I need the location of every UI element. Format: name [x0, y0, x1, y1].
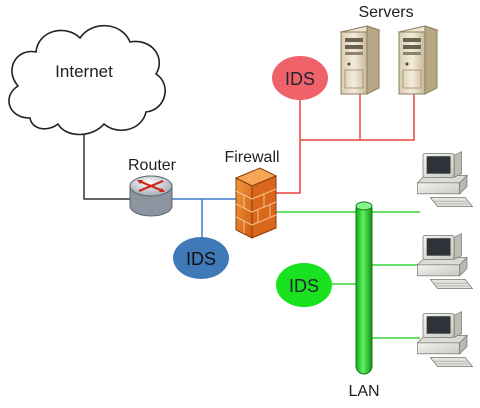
ids-sensor-red: IDS	[272, 56, 328, 100]
ids-sensor-blue: IDS	[173, 237, 229, 279]
lan-bus-icon	[355, 201, 373, 375]
lan-label: LAN	[348, 383, 379, 400]
server-tower-icon	[340, 25, 380, 95]
servers-label: Servers	[358, 4, 413, 21]
server-tower-icon	[398, 25, 438, 95]
computer-workstation-icon	[417, 311, 473, 368]
cloud-icon	[8, 24, 166, 136]
computer-workstation-icon	[417, 233, 473, 290]
router-label: Router	[128, 157, 177, 174]
ids-red-label: IDS	[285, 69, 315, 89]
ids-green-label: IDS	[289, 276, 319, 296]
internet-router-link	[83, 134, 130, 200]
firewall-servers-link	[276, 92, 415, 194]
router-icon	[129, 175, 173, 217]
firewall-label: Firewall	[224, 149, 279, 166]
firewall-brick-icon	[234, 167, 278, 239]
lan-workstation-links	[372, 211, 420, 339]
computer-workstation-icon	[417, 151, 473, 208]
ids-sensor-green: IDS	[276, 263, 332, 307]
ids-blue-label: IDS	[186, 249, 216, 269]
internet-label: Internet	[55, 62, 113, 81]
